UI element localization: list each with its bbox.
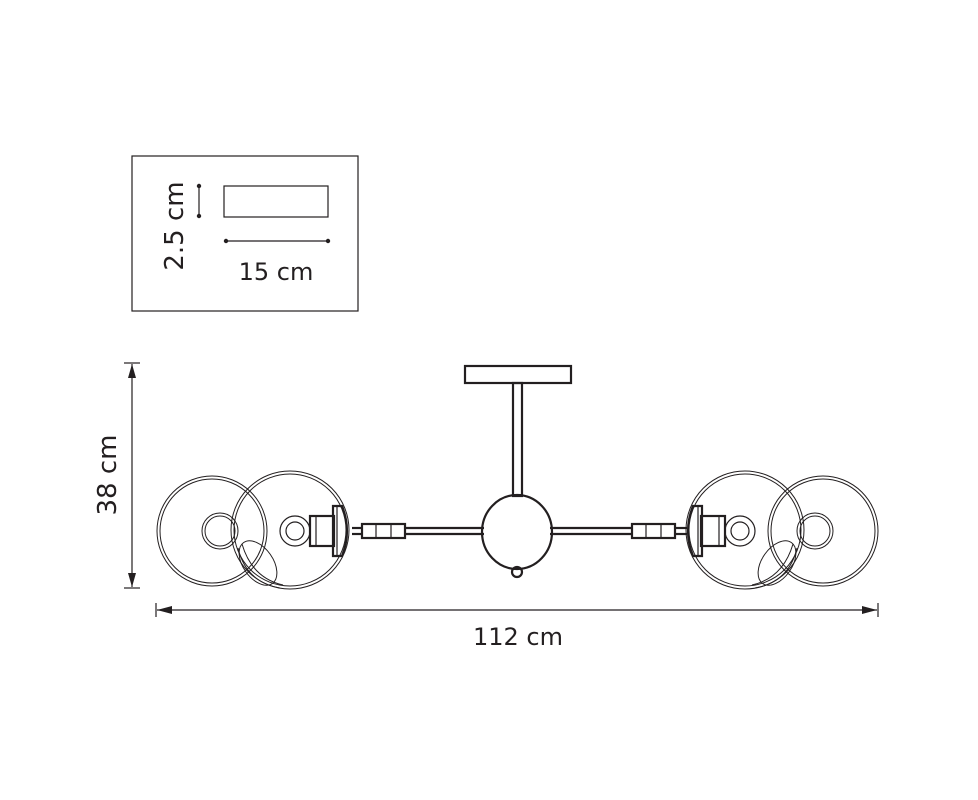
left-socket xyxy=(308,504,349,558)
width-label: 112 cm xyxy=(473,623,563,651)
canopy-height-label: 2.5 cm xyxy=(160,181,190,270)
right-socket xyxy=(686,504,727,558)
left-bulb xyxy=(279,515,311,547)
canopy-plate-outline xyxy=(223,185,329,218)
height-label: 38 cm xyxy=(93,435,123,516)
canopy-height-dimension xyxy=(196,183,202,219)
width-dimension-line xyxy=(155,603,879,617)
right-glass-shades xyxy=(685,470,879,590)
canopy-width-dimension xyxy=(223,238,331,244)
central-hub xyxy=(480,493,554,571)
right-bulb xyxy=(724,515,756,547)
hub-finial xyxy=(510,565,524,579)
right-arm xyxy=(550,522,687,540)
height-dimension-line xyxy=(124,362,140,589)
inset-frame xyxy=(131,155,359,312)
chandelier xyxy=(156,364,879,590)
left-glass-shades xyxy=(156,470,350,590)
left-arm xyxy=(352,522,484,540)
canopy-width-label: 15 cm xyxy=(239,258,314,286)
canopy-inset: 2.5 cm 15 cm xyxy=(131,155,359,312)
stem xyxy=(511,381,524,498)
ceiling-canopy xyxy=(463,364,573,385)
